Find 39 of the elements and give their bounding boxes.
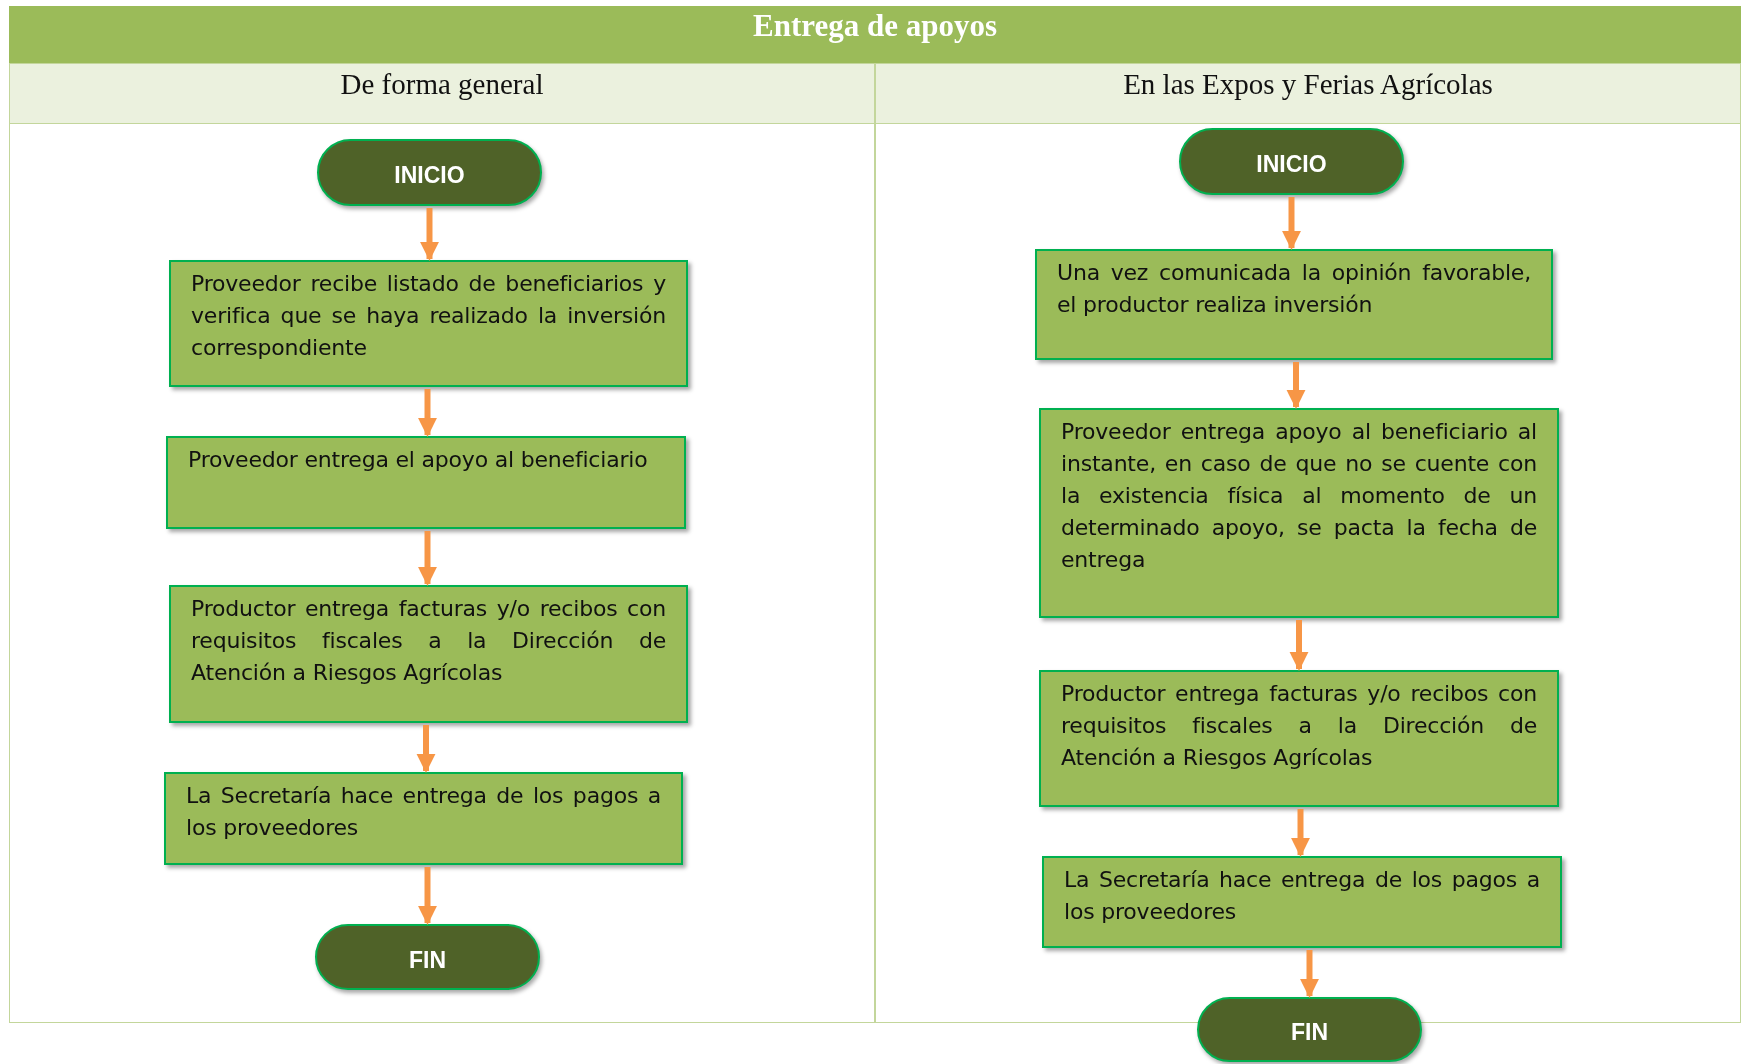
terminal-label: INICIO (394, 162, 465, 189)
terminal-pill (1179, 128, 1404, 195)
terminal-label: FIN (1290, 1019, 1329, 1046)
flow-arrow (1290, 809, 1311, 857)
step-text: Proveedor recibe listado de beneficiarios y verifica que se haya realizado la inversión correspondiente (191, 271, 666, 360)
title-banner: Entrega de apoyos (9, 6, 1741, 63)
terminal-label: FIN (408, 946, 447, 974)
table-column (875, 63, 1741, 1023)
flow-arrow (417, 531, 438, 586)
column-header: En las Expos y Ferias Agrícolas (876, 64, 1740, 124)
flow-arrow (1281, 197, 1302, 250)
terminal-pill (1197, 997, 1422, 1062)
process-box (169, 585, 688, 723)
step-text: Proveedor entrega apoyo al beneficiario al instante, en caso de que no se cuente con la existencia física al momento de un determinado apoyo, se pacta la fecha de entrega (1061, 419, 1537, 572)
table-column (9, 63, 875, 1023)
process-box (169, 260, 688, 387)
flow-arrow (1286, 362, 1306, 409)
flow-arrow (416, 725, 436, 773)
flow-arrow (1299, 950, 1320, 998)
process-box (1042, 856, 1562, 948)
step-text: Productor entrega facturas y/o recibos con requisitos fiscales a la Dirección de Atención a Riesgos Agrícolas (191, 596, 666, 685)
process-box (164, 772, 683, 865)
terminal-pill (315, 924, 540, 990)
terminal-pill (317, 139, 542, 206)
process-box (1035, 249, 1553, 360)
step-text: Productor entrega facturas y/o recibos con requisitos fiscales a la Dirección de Atención a Riesgos Agrícolas (1061, 681, 1537, 770)
process-box (1039, 670, 1559, 807)
step-text: Proveedor entrega el apoyo al beneficiario (188, 447, 648, 472)
flow-arrow (417, 389, 438, 437)
terminal-label: INICIO (1256, 151, 1327, 178)
process-box (1039, 408, 1559, 618)
flow-arrow (417, 867, 438, 925)
step-text: La Secretaría hace entrega de los pagos a los proveedores (1064, 867, 1540, 924)
flow-arrow (1289, 620, 1309, 671)
step-text: Una vez comunicada la opinión favorable, el productor realiza inversión (1057, 260, 1531, 317)
flow-arrow (419, 208, 440, 261)
column-header: De forma general (10, 64, 874, 124)
step-text: La Secretaría hace entrega de los pagos a los proveedores (186, 783, 661, 840)
process-box (166, 436, 686, 529)
